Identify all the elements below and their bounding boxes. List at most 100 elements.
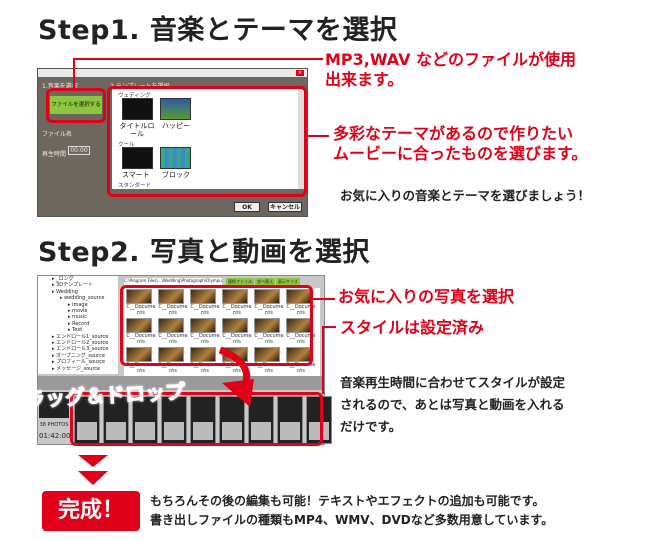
tree-item[interactable]: ▸ エンドロール1_source (52, 333, 109, 340)
photo-item[interactable]: C__Documents (286, 289, 316, 317)
timeline-slot[interactable] (219, 396, 245, 444)
scrollbar[interactable] (298, 89, 304, 189)
timeline[interactable] (74, 396, 332, 444)
step1-note: お気に入りの音楽とテーマを選びましょう！ (340, 188, 591, 203)
play-time-label: 再生時間 (42, 151, 67, 158)
tree-item[interactable]: ▸ music (68, 314, 87, 321)
photo-item[interactable]: C__Documents (254, 318, 284, 346)
tree-item[interactable]: ▸ オープニング_source (52, 352, 105, 359)
cancel-button[interactable]: キャンセル (268, 202, 302, 212)
photo-item[interactable]: C__Documents (190, 289, 220, 317)
final-text: もちろんその後の編集も可能！テキストやエフェクトの追加も可能です。書き出しファイ… (150, 494, 554, 527)
timeline-slot[interactable] (306, 396, 332, 444)
down-arrows-icon (78, 455, 108, 485)
photo-item[interactable]: C__Documents (126, 318, 156, 346)
template-list: ウェディング タイトルロール ハッピー クール スマート ブロック スタンダード (112, 89, 304, 189)
photo-item[interactable]: C__Documents (222, 289, 252, 317)
photo-thumbnail (190, 289, 216, 304)
callout-photos: お気に入りの写真を選択 (338, 287, 515, 306)
step2-title: Step2. 写真と動画を選択 (38, 237, 370, 268)
close-icon[interactable]: × (296, 70, 304, 76)
tree-item[interactable]: ▸ Text (68, 327, 83, 334)
callout-themes: 多彩なテーマがあるので作りたいムービーに合ったものを選びます。 (333, 124, 588, 163)
tree-item[interactable]: ▸ 3Dテンプレート (52, 282, 93, 289)
highlight-file (46, 88, 106, 123)
ok-button[interactable]: OK (234, 202, 260, 212)
photo-thumbnail (222, 318, 248, 333)
tree-item[interactable]: ▸ プロフィール_source (52, 359, 106, 366)
photo-item[interactable]: C__Documents (126, 289, 156, 317)
photo-caption: C__Documents (190, 304, 220, 316)
callout-style: スタイルは設定済み (340, 318, 485, 337)
toolbar-button[interactable]: 並べ替え (255, 278, 275, 286)
photo-thumbnail (254, 318, 280, 333)
drag-arrow-icon (218, 346, 254, 407)
photo-caption: C__Documents (126, 333, 156, 345)
photo-caption: C__Documents (286, 304, 316, 316)
photo-thumbnail (254, 289, 280, 304)
template-label: タイトルロール (119, 122, 155, 138)
photo-item[interactable]: C__Documents (158, 289, 188, 317)
tree-item[interactable]: ▸ エンドロール2_source (52, 340, 109, 347)
photo-caption: C__Documents (190, 333, 220, 345)
photo-caption: C__Documents (158, 333, 188, 345)
path-field[interactable]: C:\Program Files\...\Wedding\Photograph\… (124, 278, 222, 286)
tree-item[interactable]: ▸ Wedding (52, 288, 78, 295)
toolbar-button[interactable]: 連続ファイル (226, 278, 254, 286)
timeline-slot[interactable] (132, 396, 158, 444)
timeline-slot[interactable] (277, 396, 303, 444)
photo-caption: C__Documents (286, 333, 316, 345)
tree-item[interactable]: ▸ メッセージ_source (52, 365, 101, 372)
tree-item[interactable]: ▸ movie (68, 308, 88, 315)
folder-tree[interactable]: ▸ _ロング▸ 3Dテンプレート▸ Wedding▸ wedding_sourc… (38, 276, 118, 374)
tree-item[interactable]: ▸ Record (68, 320, 90, 327)
template-block[interactable] (160, 147, 191, 169)
timeline-slot[interactable] (190, 396, 216, 444)
tree-item[interactable]: ▸ _ロング (52, 276, 74, 282)
photo-thumbnail (126, 347, 152, 362)
tree-item[interactable]: ▸ image (68, 301, 88, 308)
highlight-photos (120, 285, 313, 366)
highlight-templates (107, 86, 307, 197)
photo-caption: C__Documents (222, 304, 252, 316)
duration: 01:42:00 (39, 432, 71, 440)
toolbar-button[interactable]: 表示サイズ (276, 278, 300, 286)
section-label: 1.音楽を選択 (42, 83, 78, 90)
photo-item[interactable]: C__Documents (222, 318, 252, 346)
template-smart[interactable] (122, 147, 153, 169)
photo-item[interactable]: C__Documents (190, 318, 220, 346)
play-time-field: 00:00 (68, 146, 90, 155)
group-label: ウェディング (118, 93, 151, 99)
template-title-roll[interactable] (122, 98, 153, 120)
photo-thumbnail (222, 289, 248, 304)
tree-item[interactable]: ▸ wedding_source (60, 295, 105, 302)
photo-thumbnail (190, 347, 216, 362)
template-label: スマート (122, 171, 150, 179)
photo-thumbnail (126, 289, 152, 304)
photo-item[interactable]: C__Documents (158, 318, 188, 346)
template-happy[interactable] (160, 98, 191, 120)
photo-caption: C__Documents (254, 333, 284, 345)
group-label: クール (118, 142, 135, 148)
tree-item[interactable]: ▸ エンドロール3_source (52, 346, 109, 353)
photo-caption: C__Documents (222, 333, 252, 345)
photo-thumbnail (126, 318, 152, 333)
photo-caption: C__Documents (158, 304, 188, 316)
photo-thumbnail (190, 318, 216, 333)
photo-caption: C__Documents (126, 304, 156, 316)
group-label: スタンダード (118, 183, 152, 189)
template-label: ブロック (162, 171, 190, 179)
file-name-label: ファイル名 (42, 131, 73, 138)
highlight-timeline (70, 392, 323, 446)
callout-file-types: MP3,WAV などのファイルが使用出来ます。 (325, 50, 577, 89)
photo-thumbnail (158, 318, 184, 333)
timeline-slot[interactable] (74, 396, 100, 444)
step2-note: 音楽再生時間に合わせてスタイルが設定されるので、あとは写真と動画を入れるだけです… (340, 375, 566, 434)
step1-title: Step1. 音楽とテーマを選択 (38, 15, 398, 46)
template-label: ハッピー (162, 122, 190, 130)
complete-badge: 完成！ (42, 491, 140, 531)
photo-thumbnail (254, 347, 280, 362)
photo-item[interactable]: C__Documents (254, 289, 284, 317)
select-file-button[interactable]: ファイルを選択する (50, 96, 102, 114)
